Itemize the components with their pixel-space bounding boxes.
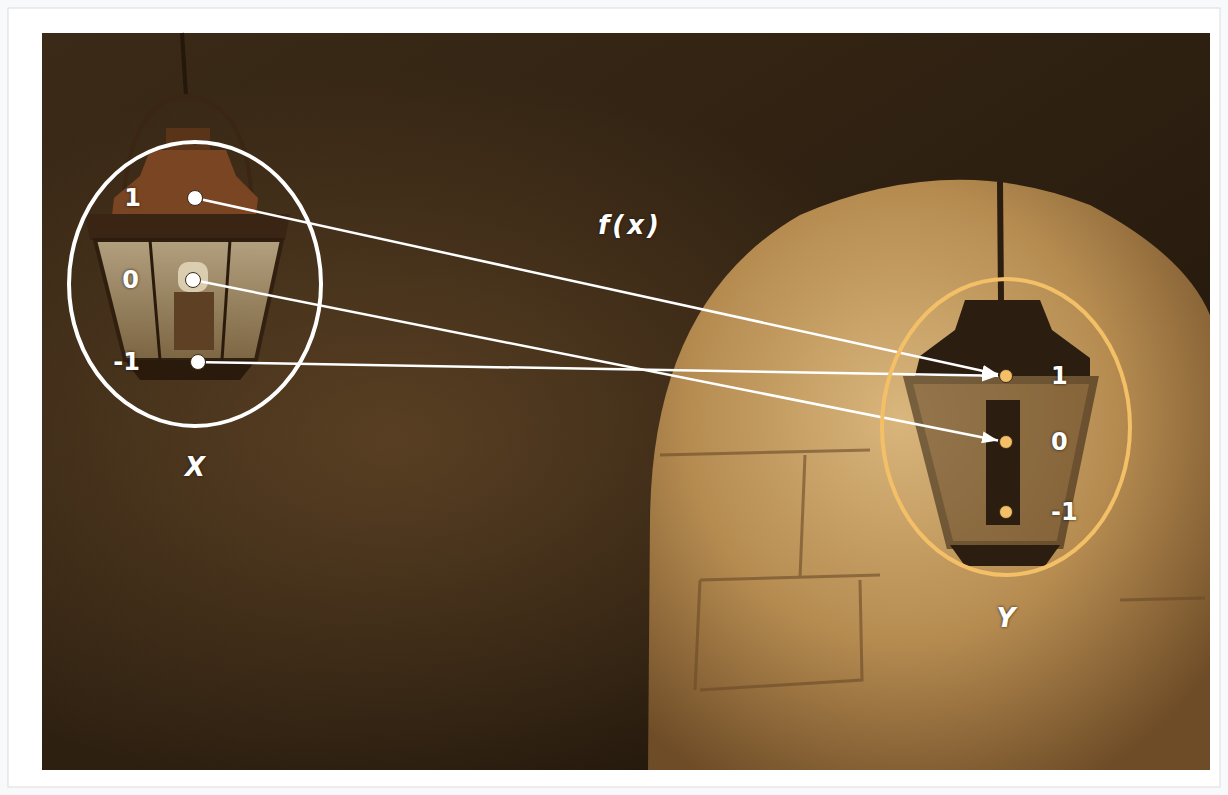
shadow-chain bbox=[1000, 182, 1001, 300]
point-marker bbox=[191, 355, 206, 370]
point-marker bbox=[1000, 370, 1013, 383]
point-dot bbox=[999, 505, 1013, 519]
point-marker bbox=[188, 191, 203, 206]
function-label: f(x) bbox=[598, 210, 662, 240]
point-value: -1 bbox=[113, 349, 140, 375]
shadow-body bbox=[908, 380, 1094, 545]
domain-set: X10-1 bbox=[67, 140, 323, 428]
set-name: Y bbox=[997, 603, 1016, 633]
lantern-hook bbox=[182, 33, 186, 96]
point-value: -1 bbox=[1051, 499, 1078, 525]
lamp-base bbox=[174, 292, 214, 350]
point-marker bbox=[1000, 506, 1013, 519]
stone-joint bbox=[700, 575, 880, 580]
frame bbox=[8, 8, 1220, 787]
point-dot bbox=[190, 354, 206, 370]
set-outline bbox=[69, 142, 321, 426]
point-value: 1 bbox=[124, 185, 141, 211]
codomain-point: -1 bbox=[999, 505, 1013, 519]
lantern-knob bbox=[166, 128, 210, 152]
point-value: 1 bbox=[1051, 363, 1068, 389]
codomain-point: 1 bbox=[999, 369, 1013, 383]
lantern bbox=[85, 33, 290, 380]
point-dot bbox=[999, 435, 1013, 449]
lamp-chimney bbox=[178, 262, 208, 292]
light-arch bbox=[648, 180, 1210, 770]
stone-joint bbox=[660, 450, 870, 455]
stone-joint bbox=[1120, 598, 1205, 600]
lantern-bar bbox=[150, 240, 160, 360]
point-value: 0 bbox=[122, 267, 139, 293]
point-dot bbox=[185, 272, 201, 288]
domain-point: -1 bbox=[190, 354, 206, 370]
domain-point: 0 bbox=[185, 272, 201, 288]
stone-joint bbox=[700, 580, 862, 690]
point-marker bbox=[1000, 436, 1013, 449]
shadow-bottom bbox=[950, 545, 1060, 566]
lantern-band bbox=[85, 214, 290, 240]
lantern-glass bbox=[95, 240, 282, 360]
point-marker bbox=[186, 273, 201, 288]
stone-joint bbox=[695, 580, 700, 690]
wall-glow bbox=[42, 33, 1210, 770]
lantern-bar bbox=[222, 240, 230, 360]
set-outline bbox=[882, 279, 1130, 575]
domain-point: 1 bbox=[187, 190, 203, 206]
stone-joint bbox=[800, 455, 805, 578]
point-dot bbox=[187, 190, 203, 206]
point-dot bbox=[999, 369, 1013, 383]
set-ellipse bbox=[880, 277, 1132, 577]
shadow-lamp bbox=[986, 400, 1020, 525]
set-name: X bbox=[185, 452, 205, 482]
wall bbox=[42, 33, 1210, 770]
mapping-arrow bbox=[206, 362, 998, 376]
codomain-set: Y10-1 bbox=[880, 277, 1132, 577]
point-value: 0 bbox=[1051, 429, 1068, 455]
codomain-point: 0 bbox=[999, 435, 1013, 449]
